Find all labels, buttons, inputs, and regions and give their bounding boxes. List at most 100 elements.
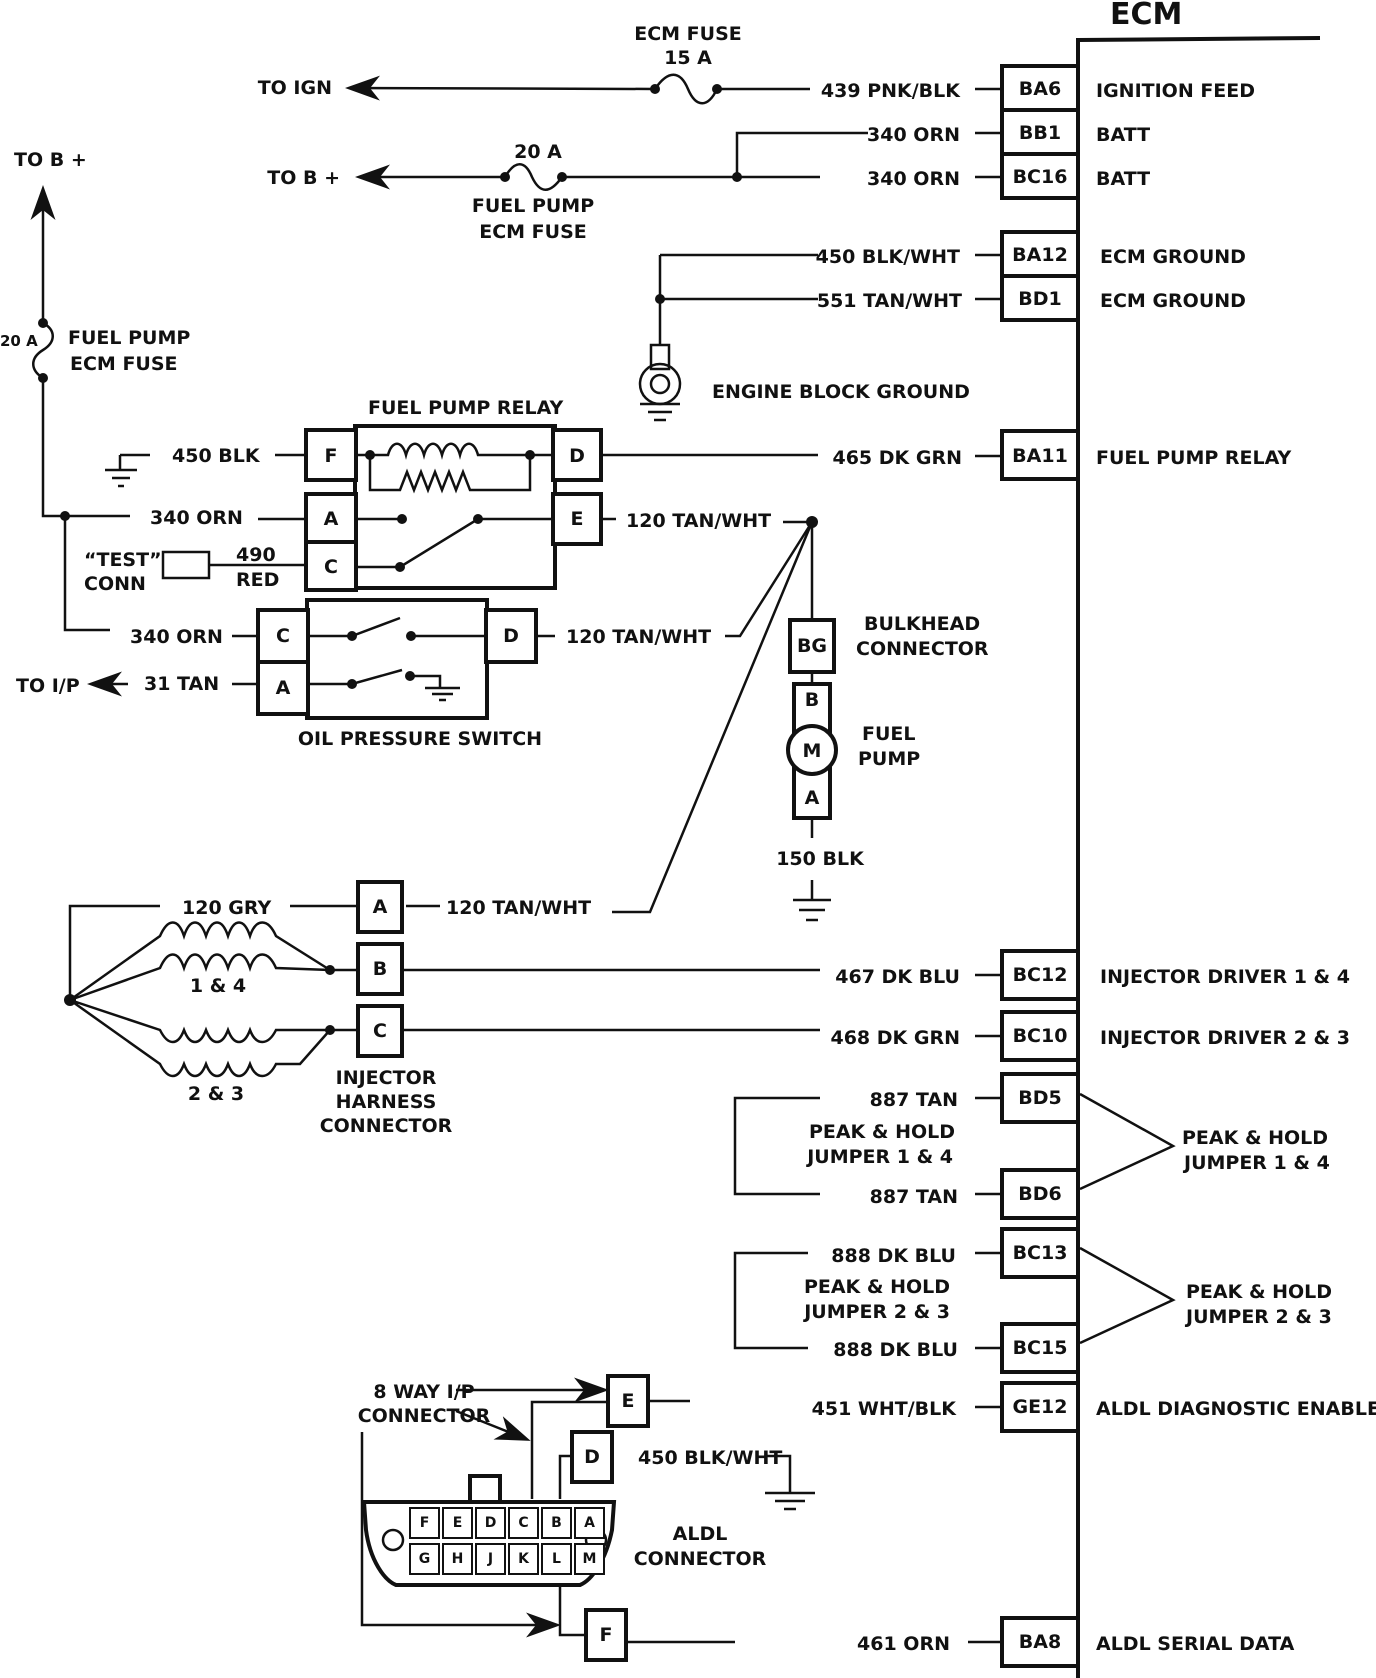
jumper-label: JUMPER 2 & 3 [1184, 1306, 1332, 1328]
aldl-pin-label: A [584, 1515, 595, 1531]
ecm-pin-id: BC13 [1013, 1242, 1068, 1264]
relay-switch-icon [356, 517, 553, 569]
aldl-pin-cell [508, 1543, 539, 1575]
wire-label: 887 TAN [870, 1089, 958, 1111]
aldl-pin-cell [442, 1507, 473, 1539]
jumper-label: PEAK & HOLD [1186, 1281, 1332, 1303]
fuel-pump-pin: B [805, 689, 819, 711]
harness-pin: A [373, 896, 388, 918]
bulkhead-pin-label: BG [797, 635, 827, 657]
aldl-connector-label-2: CONNECTOR [634, 1548, 767, 1570]
injector-1-4-icon [69, 921, 331, 1002]
ip-pin: D [584, 1446, 600, 1468]
ecm-fuse-icon [653, 73, 719, 105]
bulkhead-label: BULKHEAD [864, 613, 980, 635]
jumper-label: PEAK & HOLD [804, 1276, 950, 1298]
harness-label-2: HARNESS [336, 1091, 437, 1113]
ecm-pin-function: INJECTOR DRIVER 2 & 3 [1100, 1027, 1350, 1049]
to-bplus-top-label: TO B + [267, 167, 340, 189]
aldl-pin-label: F [420, 1515, 430, 1531]
wire-label: 340 ORN [867, 168, 960, 190]
relay-pin: C [324, 556, 338, 578]
injector-group-label: 1 & 4 [190, 975, 246, 997]
wire-label: 31 TAN [144, 673, 219, 695]
aldl-pin-cell [574, 1543, 605, 1575]
relay-coil-icon [356, 442, 553, 460]
relay-resistor-icon [368, 455, 532, 494]
ecm-pin-function: FUEL PUMP RELAY [1096, 447, 1292, 469]
wire-label: 120 TAN/WHT [446, 897, 591, 919]
fuel-pump-relay-body [353, 424, 557, 590]
jumper-label: PEAK & HOLD [1182, 1127, 1328, 1149]
oil-switch-pin: C [276, 625, 290, 647]
oil-pressure-switch-title: OIL PRESSURE SWITCH [298, 728, 542, 750]
fuel-pump-ground-wire: 150 BLK [776, 848, 865, 870]
relay-pin: E [571, 508, 584, 530]
fp-fuse-left-rating: 20 A [0, 332, 38, 350]
jumper-1-4-loop [733, 1096, 820, 1196]
to-ign-label: TO IGN [258, 77, 332, 99]
wire-label: 450 BLK [172, 445, 261, 467]
relay-pin: A [324, 508, 339, 530]
ecm-pin-function: ALDL DIAGNOSTIC ENABLE [1096, 1398, 1376, 1420]
oil-switch-pin: A [276, 677, 291, 699]
wire-label: 551 TAN/WHT [817, 290, 962, 312]
to-ip-label: TO I/P [16, 675, 80, 697]
ecm-pin-function: INJECTOR DRIVER 1 & 4 [1100, 966, 1350, 988]
wire-label: 888 DK BLU [831, 1245, 956, 1267]
ecm-pin-group-2 [1000, 230, 1080, 322]
fp-fuse-top-icon [503, 163, 564, 191]
motor-label: M [803, 740, 822, 762]
relay-pin: D [569, 445, 585, 467]
oil-pressure-switch-body [305, 598, 489, 720]
wire-label: 450 BLK/WHT [816, 246, 960, 268]
fp-fuse-left-name: FUEL PUMP [68, 327, 190, 349]
ecm-pin-box-bc13 [1000, 1227, 1080, 1279]
aldl-pin-cell [475, 1507, 506, 1539]
aldl-pin-cell [541, 1543, 572, 1575]
harness-label: INJECTOR [336, 1067, 437, 1089]
wire-label: RED [236, 569, 279, 591]
ecm-pin-box-bc12 [1000, 949, 1080, 1001]
aldl-pin-label: J [487, 1551, 493, 1567]
jumper-2-3-bracket [1079, 1246, 1176, 1345]
ecm-pin-function: ECM GROUND [1100, 290, 1246, 312]
ecm-pin-id: BC15 [1013, 1337, 1068, 1359]
aldl-pin-label: C [518, 1515, 528, 1531]
ip-pin: F [600, 1624, 613, 1646]
fp-fuse-top-name: FUEL PUMP [472, 195, 594, 217]
ecm-pin-id: BA12 [1012, 244, 1068, 266]
ip-connector-label: 8 WAY I/P [373, 1381, 474, 1403]
jumper-label: JUMPER 1 & 4 [805, 1146, 953, 1168]
wire-label: 340 ORN [150, 507, 243, 529]
oil-switch-pin: D [503, 625, 519, 647]
aldl-pin-cell [574, 1507, 605, 1539]
ecm-pin-id: BD6 [1018, 1183, 1061, 1205]
harness-pin: B [373, 958, 387, 980]
aldl-pin-label: D [485, 1515, 497, 1531]
ecm-pin-box-bc15 [1000, 1322, 1080, 1374]
jumper-label: JUMPER 1 & 4 [1182, 1152, 1330, 1174]
ecm-pin-function: BATT [1096, 124, 1150, 146]
wire-label: 465 DK GRN [832, 447, 962, 469]
aldl-pin-cell [541, 1507, 572, 1539]
test-connector-icon [161, 550, 211, 580]
harness-label-3: CONNECTOR [320, 1115, 453, 1137]
fp-fuse-left-icon [32, 321, 54, 380]
ip-pin: E [622, 1390, 635, 1412]
test-conn-label: “TEST” [84, 549, 162, 571]
wire-label: 468 DK GRN [830, 1027, 960, 1049]
wire-label: 887 TAN [870, 1186, 958, 1208]
injector-2-3-icon [69, 998, 331, 1078]
ecm-pin-function: ECM GROUND [1100, 246, 1246, 268]
jumper-2-3-loop [733, 1251, 808, 1350]
fuel-pump-pin: A [805, 787, 820, 809]
ecm-pin-group-1 [1000, 64, 1080, 200]
engine-block-ground-label: ENGINE BLOCK GROUND [712, 381, 970, 403]
wire-label: 340 ORN [130, 626, 223, 648]
harness-pin: C [373, 1020, 387, 1042]
ecm-fuse-name: ECM FUSE [634, 23, 742, 45]
ign-feed-wire [345, 75, 656, 101]
